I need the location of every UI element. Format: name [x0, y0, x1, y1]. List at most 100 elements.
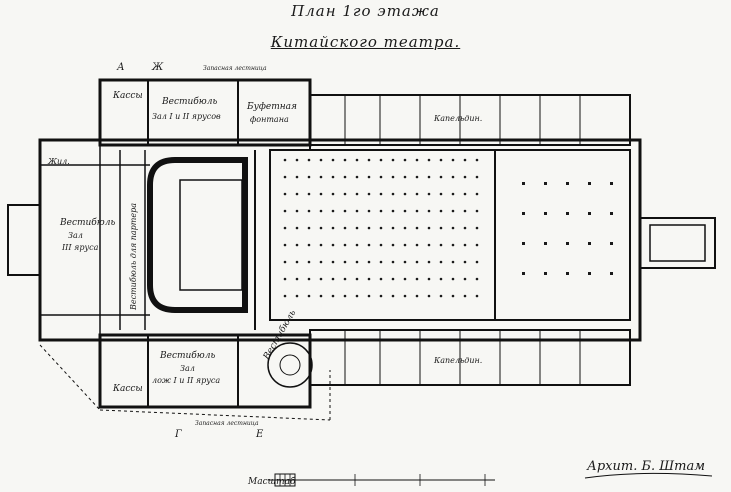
seat-mark — [451, 192, 455, 196]
seat-mark — [319, 277, 323, 281]
seat-mark — [391, 192, 395, 196]
seat-mark — [331, 294, 335, 298]
seat-mark — [463, 209, 467, 213]
seat-mark — [451, 226, 455, 230]
seat-mark — [295, 243, 299, 247]
seat-mark — [331, 260, 335, 264]
seat-mark — [355, 209, 359, 213]
seat-mark — [343, 277, 347, 281]
seat-mark — [367, 260, 371, 264]
seat-mark — [355, 294, 359, 298]
seat-mark — [295, 175, 299, 179]
label-vestibule-top-sub: Зал I и II ярусов — [152, 112, 221, 121]
seat-mark — [439, 243, 443, 247]
seat-mark — [379, 209, 383, 213]
seat-mark — [307, 226, 311, 230]
top-room-row — [344, 95, 581, 145]
seat-mark — [367, 158, 371, 162]
seat-mark — [307, 277, 311, 281]
label-vestibule-left-sub: Зал — [68, 231, 83, 240]
seat-mark — [415, 243, 419, 247]
seat-mark — [427, 294, 431, 298]
seat-mark — [367, 192, 371, 196]
seat-mark — [475, 158, 479, 162]
column-mark — [522, 272, 525, 275]
seat-mark — [403, 243, 407, 247]
seat-mark — [439, 158, 443, 162]
seat-mark — [451, 209, 455, 213]
column-mark — [544, 182, 547, 185]
seat-mark — [379, 243, 383, 247]
column-mark — [544, 272, 547, 275]
label-letter-e: Е — [255, 429, 264, 440]
column-mark — [544, 242, 547, 245]
seat-mark — [439, 192, 443, 196]
seat-mark — [355, 192, 359, 196]
plan-walls — [7, 78, 716, 421]
seat-mark — [463, 277, 467, 281]
seat-mark — [403, 192, 407, 196]
column-mark — [610, 182, 613, 185]
seat-mark — [283, 294, 287, 298]
seat-mark — [319, 158, 323, 162]
seat-mark — [331, 277, 335, 281]
seat-mark — [319, 260, 323, 264]
seat-mark — [283, 243, 287, 247]
seat-mark — [331, 192, 335, 196]
seat-mark — [439, 260, 443, 264]
seat-mark — [307, 260, 311, 264]
scale-bar: Масштаб — [247, 473, 495, 487]
seat-mark — [367, 209, 371, 213]
seat-mark — [343, 260, 347, 264]
column-mark — [522, 182, 525, 185]
label-vestibule-bottom: Вестибюль — [159, 350, 215, 361]
seat-mark — [367, 175, 371, 179]
seat-mark — [475, 226, 479, 230]
label-letter-a: А — [116, 62, 125, 73]
seat-mark — [463, 294, 467, 298]
seat-mark — [391, 260, 395, 264]
seat-mark — [391, 277, 395, 281]
seat-mark — [427, 175, 431, 179]
label-stair-note-top: Запасная лестница — [203, 65, 267, 72]
seat-mark — [331, 158, 335, 162]
seat-mark — [319, 226, 323, 230]
label-stair-note-bottom: Запасная лестница — [195, 420, 259, 427]
seat-mark — [367, 226, 371, 230]
seat-mark — [331, 226, 335, 230]
seat-mark — [283, 192, 287, 196]
column-mark — [588, 182, 591, 185]
seat-mark — [463, 243, 467, 247]
seat-mark — [295, 226, 299, 230]
label-kassy-top: Кассы — [112, 91, 143, 101]
seat-mark — [463, 175, 467, 179]
seat-mark — [415, 226, 419, 230]
seat-mark — [379, 175, 383, 179]
seat-mark — [475, 294, 479, 298]
seat-mark — [367, 277, 371, 281]
seat-mark — [379, 260, 383, 264]
plan-subtitle: Китайского театра. — [270, 33, 461, 51]
architect-signature: Архит. Б. Штам — [586, 459, 705, 474]
seat-mark — [379, 277, 383, 281]
seat-mark — [307, 158, 311, 162]
seat-mark — [451, 260, 455, 264]
label-vestibule-left-sub2: III яруса — [61, 243, 99, 252]
seat-mark — [283, 209, 287, 213]
seat-mark — [295, 192, 299, 196]
signature-underline — [584, 472, 713, 479]
seat-mark — [295, 158, 299, 162]
seat-mark — [343, 158, 347, 162]
seat-mark — [427, 260, 431, 264]
seat-mark — [415, 277, 419, 281]
label-vestibule-left: Вестибюль — [59, 217, 115, 228]
seat-mark — [475, 277, 479, 281]
seat-mark — [403, 260, 407, 264]
seat-mark — [295, 209, 299, 213]
seat-mark — [391, 294, 395, 298]
label-bufet: Буфетная — [246, 102, 297, 112]
label-kapeldin-bottom: Капельдин. — [433, 356, 482, 365]
seat-mark — [319, 175, 323, 179]
seat-mark — [475, 175, 479, 179]
seat-mark — [439, 277, 443, 281]
